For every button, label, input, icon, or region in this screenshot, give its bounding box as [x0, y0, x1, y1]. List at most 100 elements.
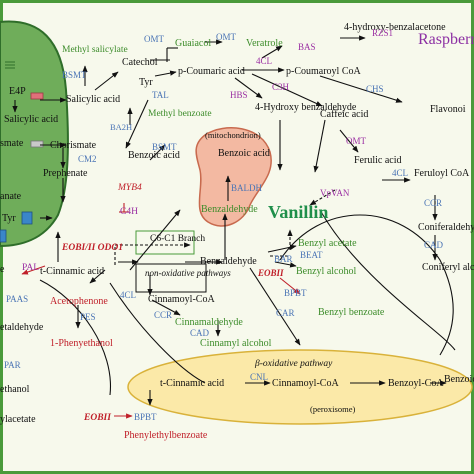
ylacetate-label: ylacetate [0, 414, 36, 425]
cinnamoyl-coa-beta-label: Cinnamoyl-CoA [272, 378, 339, 389]
enzyme-hbs: HBS [230, 90, 248, 100]
c6c1-branch-box [135, 230, 195, 255]
benzyl-alcohol-label: Benzyl alcohol [296, 266, 356, 277]
benzaldehyde-label: Benzaldehyde [200, 256, 257, 267]
enzyme-cnl: CNL [250, 372, 268, 382]
e4p-label: E4P [9, 86, 26, 97]
enzyme-4cl-top: 4CL [256, 56, 272, 66]
methyl-salicylate-label: Methyl salicylate [62, 45, 128, 55]
benzyl-acetate-label: Benzyl acetate [298, 238, 357, 249]
enzyme-pal: PAL [22, 263, 39, 273]
enzyme-tal: TAL [152, 90, 169, 100]
enzyme-4cl-right: 4CL [392, 168, 408, 178]
enzyme-bpbt-mid: BPBT [284, 288, 307, 298]
benzoic-beta-label: Benzoic acid [444, 374, 474, 385]
enzyme-ccr-mid: CCR [154, 310, 172, 320]
mitochondrion-label: (mitochondrion) [205, 130, 261, 140]
enzyme-omt-2: OMT [216, 32, 237, 42]
non-oxidative-label: non-oxidative pathways [145, 268, 231, 278]
chorismate-label: Chorismate [50, 140, 97, 151]
reaction-arrows [12, 35, 456, 406]
cinnamoyl-coa-mid-label: Cinnamoyl-CoA [148, 294, 215, 305]
benzoic-mito-label: Benzoic acid [218, 148, 270, 159]
prephenate-label: Prephenate [43, 168, 88, 179]
anate-label: anate [0, 191, 22, 202]
coniferyl-alcohol-label: Coniferyl alcohol [422, 262, 474, 273]
enzyme-ccr-right: CCR [424, 198, 442, 208]
benzaldehyde-mito-label: Benzaldehyde [201, 204, 258, 215]
enzyme-omt-1: OMT [144, 34, 165, 44]
enzyme-vpvan: VpVAN [320, 188, 350, 198]
hydroxybenzalacetone-label: 4-hydroxy-benzalacetone [344, 22, 446, 33]
t-cinnamic-label: t-Cinnamic acid [40, 266, 104, 277]
salicylic-acid-label: Salicylic acid [66, 94, 120, 105]
transporter-red [30, 92, 44, 100]
enzyme-par: PAR [4, 360, 21, 370]
enzyme-beat: BEAT [300, 250, 323, 260]
enzyme-4cl-mid: 4CL [120, 290, 136, 300]
hydroxybenzaldehyde-label: 4-Hydroxy benzaldehyde [255, 102, 357, 113]
raspberry-label: Raspberry [418, 31, 474, 48]
acetophenone-label: Acetophenone [50, 296, 108, 307]
benzoyl-coa-label: Benzoyl-CoA [388, 378, 444, 389]
cinnamaldehyde-label: Cinnamaldehyde [175, 317, 243, 328]
transporter-blue-edge [0, 229, 7, 243]
non-oxidative-box [135, 263, 207, 293]
enzyme-eobi-odo1: EOBI/II ODO1 [61, 243, 123, 253]
enzyme-bpbt-bottom: BPBT [134, 412, 157, 422]
mitochondrion [195, 127, 272, 227]
enzyme-omt-3: OMT [346, 136, 367, 146]
enzyme-c3h: C3H [272, 82, 290, 92]
enzyme-ba2h: BA2H [110, 122, 132, 132]
plastid [0, 20, 69, 248]
e-left-label: e [0, 264, 5, 275]
methyl-benzoate-label: Methyl benzoate [148, 109, 212, 119]
enzyme-c4h: C4H [120, 207, 138, 217]
benzoic-acid-mid-label: Benzoic acid [128, 150, 180, 161]
benzyl-benzoate-label: Benzyl benzoate [318, 307, 385, 318]
enzyme-cad-mid: CAD [190, 328, 210, 338]
enzyme-paas: PAAS [6, 294, 28, 304]
coniferaldehyde-label: Coniferaldehy [418, 222, 474, 233]
guaiacol-label: Guaiacol [175, 38, 211, 49]
enzyme-bar: BAR [274, 254, 293, 264]
ethanol-left-label: ethanol [0, 384, 30, 395]
phenylethylbenzoate-label: Phenylethylbenzoate [124, 430, 208, 441]
salicylic-plastid-label: Salicylic acid [4, 114, 58, 125]
feruloyl-coa-label: Feruloyl CoA [414, 168, 470, 179]
vanillin-label: Vanillin [268, 202, 328, 222]
enzyme-cm2: CM2 [78, 154, 97, 164]
plastid-thylakoid-icon [5, 61, 15, 69]
cinnamyl-alcohol-label: Cinnamyl alcohol [200, 338, 272, 349]
regulator-arrows [21, 203, 301, 419]
flavonoids-label: Flavonoi [430, 104, 466, 115]
enzyme-chs: CHS [366, 84, 384, 94]
peroxisome [127, 349, 473, 425]
enzyme-baldh: BALDH [231, 183, 262, 193]
veratrole-label: Veratrole [246, 38, 283, 49]
dashed-arrows [114, 189, 336, 265]
enzyme-eobii-bottom: EOBII [83, 413, 111, 423]
enzyme-car: CAR [276, 308, 295, 318]
enzyme-cad-right: CAD [424, 240, 444, 250]
caffeic-acid-label: Caffeic acid [320, 109, 368, 120]
transporter-grey [30, 140, 44, 148]
t-cinnamic-beta-label: t-Cinnamic acid [160, 378, 224, 389]
ferulic-acid-label: Ferulic acid [354, 155, 401, 166]
enzyme-rzs1: RZS1 [372, 28, 393, 38]
tyr-label: Tyr [139, 77, 153, 88]
beta-oxidative-label: β-oxidative pathway [254, 359, 333, 369]
c6c1-branch-label: C6-C1 Branch [150, 234, 205, 244]
enzyme-pes: PES [80, 312, 96, 322]
tyr-left-label: Tyr [2, 213, 16, 224]
enzyme-bas: BAS [298, 42, 316, 52]
p-coumaroyl-coa-label: p-Coumaroyl CoA [286, 66, 361, 77]
peroxisome-label: (peroxisome) [310, 404, 355, 414]
transporter-blue [21, 211, 33, 225]
enzyme-eobii-mid: EOBII [257, 268, 284, 278]
enzyme-myb4: MYB4 [117, 183, 142, 193]
p-coumaric-label: p-Coumaric acid [178, 66, 245, 77]
enzyme-bsmt-1: BSMT [62, 70, 87, 80]
